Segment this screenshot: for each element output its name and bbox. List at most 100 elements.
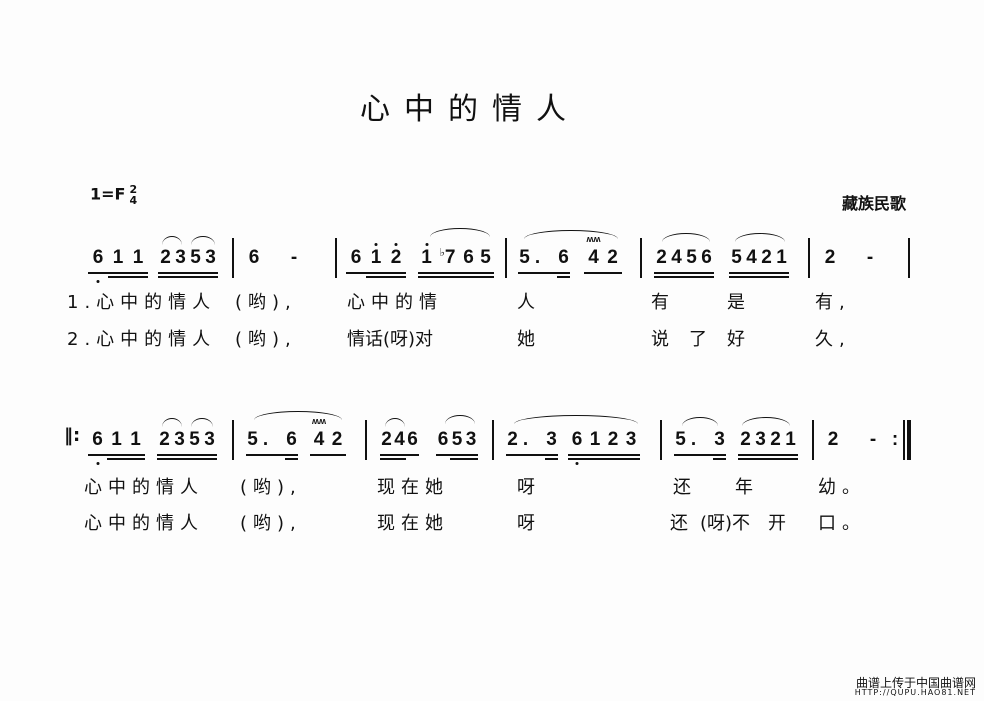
beam-line [460, 276, 477, 278]
beam-line [699, 272, 714, 274]
note-group: 2 [825, 428, 841, 458]
note-digit: 3 [714, 429, 725, 450]
slur [191, 418, 213, 427]
note: - [862, 246, 878, 276]
lyric: 开 [768, 513, 792, 534]
lyric: 她 [517, 329, 541, 350]
bar-line [812, 420, 814, 460]
beam-line [783, 458, 798, 460]
lyric: 有 [651, 292, 675, 313]
note: 6 [285, 428, 298, 460]
note: . [687, 428, 700, 458]
beam-line [586, 454, 604, 456]
note-digit: . [262, 429, 269, 450]
beam-line [380, 458, 393, 460]
note-digit: - [290, 247, 298, 268]
note-digit: 2 [507, 429, 518, 450]
beam-line [393, 454, 406, 456]
slur [682, 417, 718, 426]
note-digit: 3 [755, 429, 766, 450]
lyric: 心中的情人 [84, 477, 204, 498]
note-digit: . [690, 429, 697, 450]
note: 2 [822, 246, 838, 276]
note: 6 [406, 428, 419, 458]
note-digit: 5 [189, 429, 200, 450]
beam-line [700, 454, 713, 456]
bar-line [640, 238, 642, 278]
note-digit: 2 [160, 247, 171, 268]
note: 1 [418, 243, 435, 278]
note-digit: 6 [286, 429, 297, 450]
lyric: 久, [815, 329, 851, 350]
note-digit: 3 [204, 429, 215, 450]
beam-line [753, 454, 768, 456]
beam-line [436, 454, 450, 456]
note: 2 [386, 243, 406, 278]
beam-line [202, 458, 217, 460]
note: 2 [380, 428, 393, 460]
repeat-start: ‖: [64, 425, 81, 446]
note-group: 2. 3 [506, 428, 558, 460]
note-group: - [286, 246, 302, 276]
note-digit: 6 [571, 429, 583, 450]
beam-line [713, 454, 726, 456]
bar-line [903, 420, 905, 460]
note: 6 [436, 428, 450, 458]
octave-up-dot [394, 243, 398, 246]
beam-line [532, 454, 545, 456]
note-digit: 6 [350, 247, 362, 268]
note-group: - [865, 428, 881, 458]
note: 4 [744, 246, 759, 278]
note-group: - [862, 246, 878, 276]
song-origin: 藏族民歌 [842, 194, 907, 213]
beam-line [172, 458, 187, 460]
beam-line [203, 272, 218, 274]
beam-line [328, 454, 346, 456]
note: 3 [622, 428, 640, 460]
slur [445, 415, 475, 424]
beam-line [669, 272, 684, 274]
beam-line [172, 454, 187, 456]
note-digit: 2 [770, 429, 781, 450]
note-digit: 2 [761, 247, 772, 268]
note: 6 [346, 246, 366, 276]
note: 1 [107, 428, 126, 460]
note: 5 [477, 246, 494, 278]
beam-line [107, 458, 126, 460]
note: 3 [713, 428, 726, 460]
lyric: 现在她 [377, 477, 449, 498]
beam-line [584, 272, 603, 274]
beam-line [568, 454, 586, 456]
note: 2 [506, 428, 519, 458]
beam-line [774, 276, 789, 278]
note: 1 [783, 428, 798, 460]
note: 2 [654, 246, 669, 278]
note: 2 [158, 246, 173, 278]
note: 5 [729, 246, 744, 278]
beam-line [406, 454, 419, 456]
note: 2 [328, 428, 346, 458]
lyric: 呀 [517, 477, 541, 498]
beam-line [586, 458, 604, 460]
beam-line [759, 272, 774, 274]
octave-down-dot [575, 462, 579, 465]
beam-line [157, 454, 172, 456]
beam-line [107, 454, 126, 456]
lyric: 现在她 [377, 513, 449, 534]
time-top: 2 [129, 183, 138, 196]
lyric: (哟), [240, 513, 302, 534]
note: ♭7 [435, 246, 460, 278]
note: . [519, 428, 532, 458]
beam-line [88, 272, 108, 274]
note-digit: 2 [331, 429, 343, 450]
note-digit: 2 [607, 247, 618, 268]
lyric: 1.心中的情人 [67, 292, 217, 313]
